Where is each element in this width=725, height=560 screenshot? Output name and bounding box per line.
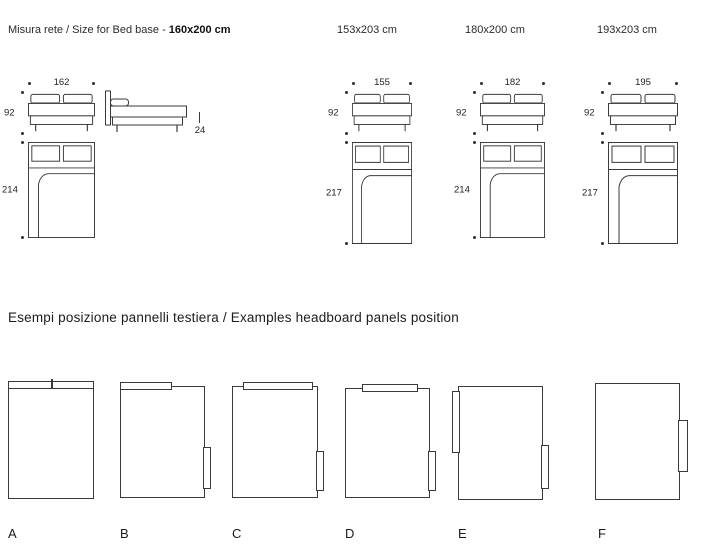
- dim-dot: [480, 81, 483, 85]
- height-dim-label: 92: [4, 107, 15, 119]
- height-dim-label: 92: [456, 107, 467, 119]
- height-dim-2: 92: [328, 91, 348, 135]
- size-header-4: 193x203 cm: [597, 24, 657, 36]
- headboard-section-title: Esempi posizione pannelli testiera / Exa…: [8, 310, 459, 325]
- width-dim-label: 195: [635, 77, 651, 88]
- headboard-panel-top-left: [120, 382, 172, 390]
- dim-dot: [345, 141, 348, 144]
- headboard-example-c-diagram: [232, 382, 324, 498]
- dim-dot: [345, 242, 348, 245]
- width-dim-1: 162: [28, 78, 95, 88]
- bed-plan-figure-4: [608, 142, 678, 249]
- example-label-b: B: [120, 526, 129, 541]
- dim-dot: [21, 141, 24, 144]
- width-dim-3: 182: [480, 78, 545, 88]
- headboard-panel-top: [243, 382, 313, 390]
- dim-dot: [608, 81, 611, 85]
- dim-dot: [601, 91, 604, 94]
- headboard-example-f-diagram: [595, 383, 688, 500]
- headboard-example-b-diagram: [120, 382, 211, 498]
- dim-dot: [21, 236, 24, 239]
- dim-dot: [473, 141, 476, 144]
- length-dim-label: 214: [2, 184, 18, 196]
- length-dim-2: 217: [326, 141, 348, 245]
- bed-front-view: [480, 93, 545, 132]
- height-dim-label: 92: [584, 107, 595, 119]
- bed-front-figure-2: [352, 92, 412, 139]
- bed-plan-view: [480, 142, 545, 238]
- side-panel-bottom-right: [428, 451, 436, 491]
- height-dim-4: 92: [584, 91, 604, 135]
- dim-dot: [601, 242, 604, 245]
- headboard-example-a-diagram: [8, 379, 94, 499]
- size-header-3: 180x200 cm: [465, 24, 525, 36]
- size-header-2: 153x203 cm: [337, 24, 397, 36]
- length-dim-label: 214: [454, 184, 470, 196]
- frame-height-dim: 24: [194, 125, 206, 136]
- bed-front-figure-4: [608, 92, 678, 139]
- length-dim-label: 217: [326, 187, 342, 199]
- example-label-e: E: [458, 526, 467, 541]
- dim-dot: [345, 132, 348, 135]
- width-dim-2: 155: [352, 78, 412, 88]
- frame-height-tick: [199, 112, 200, 123]
- bed-side-figure: [103, 90, 191, 141]
- bed-plan-figure-1: [28, 142, 95, 243]
- side-panel-bottom-right: [316, 451, 324, 491]
- headboard-example-d-diagram: [345, 384, 436, 498]
- headboard-example-e-diagram: [452, 386, 549, 500]
- dim-dot: [674, 81, 678, 85]
- side-panel-top-left: [452, 391, 460, 453]
- height-dim-label: 92: [328, 107, 339, 119]
- side-panel-bottom-right: [541, 445, 549, 489]
- width-dim-label: 162: [53, 77, 70, 88]
- example-label-d: D: [345, 526, 355, 541]
- bed-front-view: [608, 93, 678, 132]
- dim-dot: [21, 91, 24, 94]
- example-label-c: C: [232, 526, 242, 541]
- dim-dot: [541, 81, 545, 85]
- side-panel-bottom-right: [203, 447, 211, 489]
- bed-front-figure-3: [480, 92, 545, 139]
- dim-dot: [91, 81, 95, 85]
- bed-plan-view: [608, 142, 678, 244]
- bed-side-view: [105, 90, 187, 132]
- side-panel-middle-right: [678, 420, 688, 472]
- bed-plan-figure-3: [480, 142, 545, 243]
- length-dim-4: 217: [582, 141, 604, 245]
- example-label-a: A: [8, 526, 17, 541]
- dim-dot: [473, 236, 476, 239]
- bed-front-view: [352, 93, 412, 132]
- dim-dot: [408, 81, 412, 85]
- bed-plan-view: [28, 142, 95, 238]
- bed-front-view: [28, 93, 95, 132]
- dim-dot: [345, 91, 348, 94]
- length-dim-1: 214: [2, 141, 24, 239]
- dim-dot: [601, 132, 604, 135]
- dim-dot: [21, 132, 24, 135]
- length-dim-3: 214: [454, 141, 476, 239]
- dim-dot: [473, 132, 476, 135]
- example-label-f: F: [598, 526, 606, 541]
- height-dim-3: 92: [456, 91, 476, 135]
- main-size-prefix: Misura rete / Size for Bed base -: [8, 24, 169, 36]
- dim-dot: [601, 141, 604, 144]
- height-dim-1: 92: [4, 91, 24, 135]
- bed-plan-figure-2: [352, 142, 412, 249]
- dim-dot: [473, 91, 476, 94]
- width-dim-label: 182: [504, 77, 521, 88]
- width-dim-4: 195: [608, 78, 678, 88]
- width-dim-label: 155: [374, 77, 390, 88]
- headboard-panel-top-center: [362, 384, 418, 392]
- main-size-title: Misura rete / Size for Bed base - 160x20…: [8, 24, 231, 36]
- dim-dot: [28, 81, 31, 85]
- main-size-value: 160x200 cm: [168, 24, 231, 36]
- bed-front-figure-1: [28, 92, 95, 139]
- length-dim-label: 217: [582, 187, 598, 199]
- panel-seam: [51, 379, 53, 389]
- dim-dot: [352, 81, 355, 85]
- bed-plan-view: [352, 142, 412, 244]
